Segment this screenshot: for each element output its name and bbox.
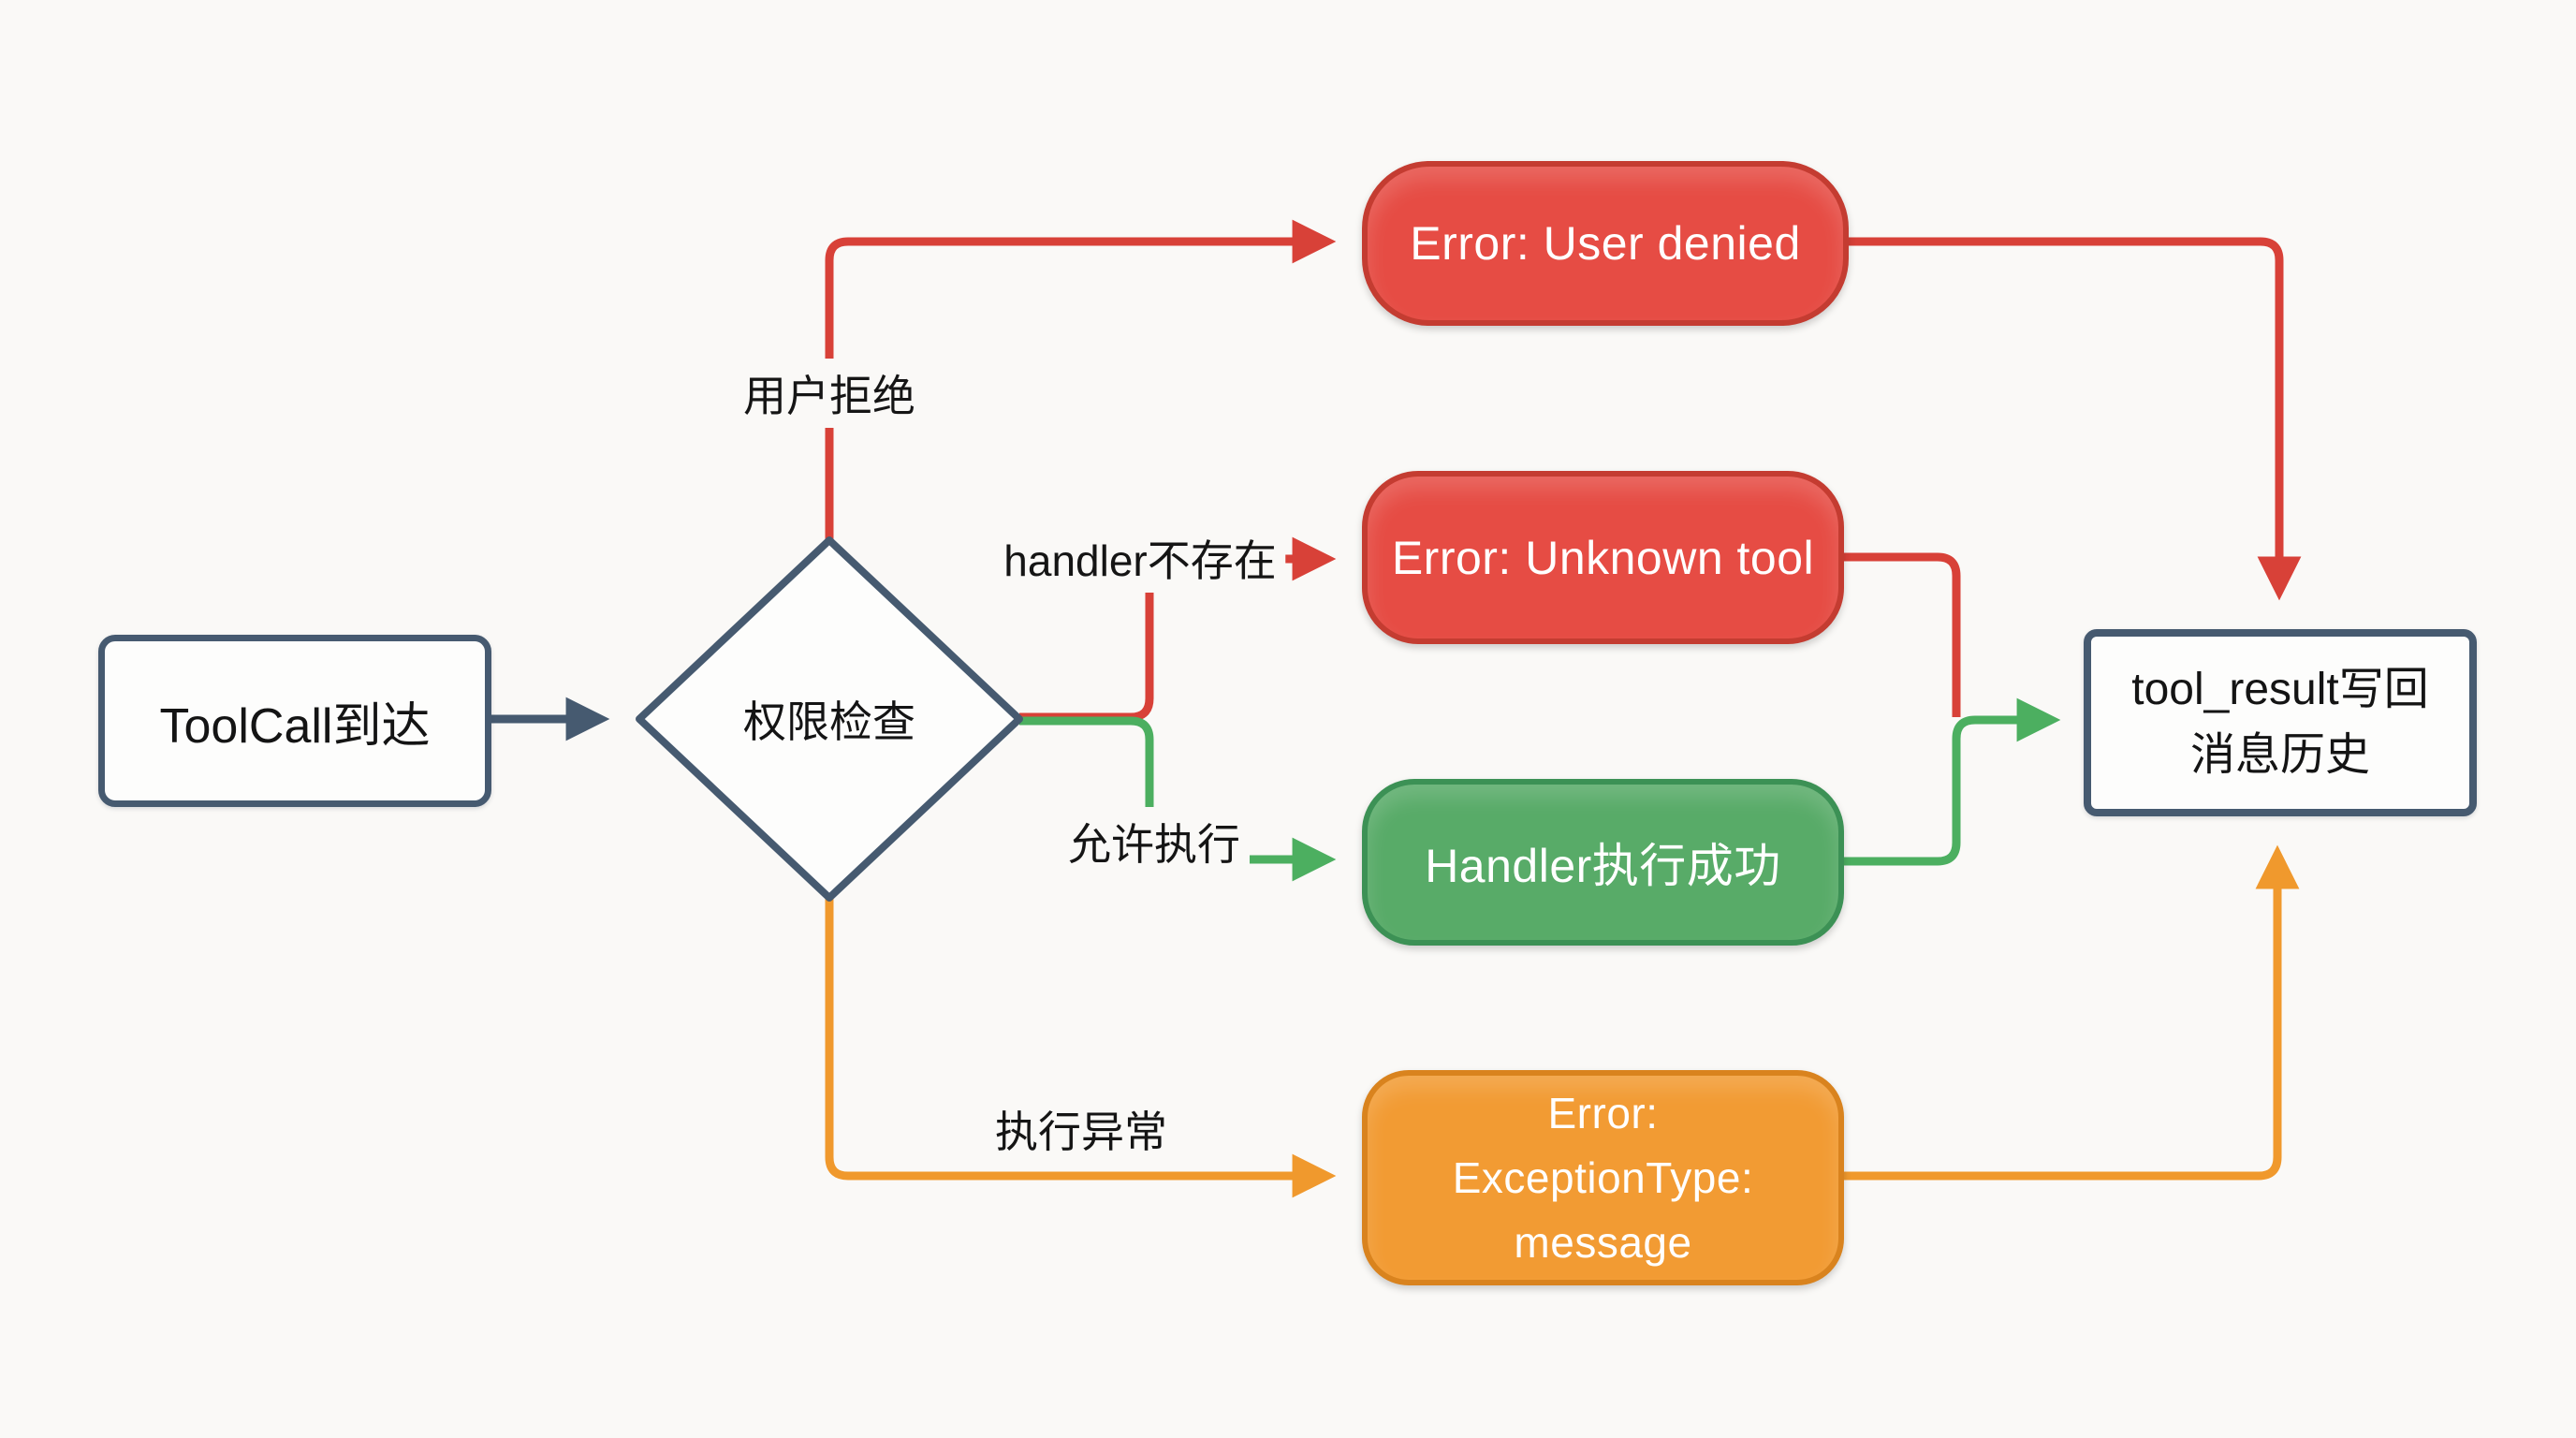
edge-label-allow-execution: 允许执行 bbox=[1059, 807, 1250, 876]
node-toolcall-arrives: ToolCall到达 bbox=[98, 635, 491, 807]
edge-decision-to-err-denied bbox=[825, 219, 1337, 540]
edge-label-user-denied: 用户拒绝 bbox=[734, 359, 925, 428]
edge-err-exception-to-result bbox=[1844, 844, 2300, 1181]
node-permission-check-label: 权限检查 bbox=[743, 697, 915, 746]
edge-label-execution-exception: 执行异常 bbox=[995, 1108, 1167, 1156]
edge-label-handler-missing: handler不存在 bbox=[994, 523, 1286, 593]
edge-handler-ok-to-result bbox=[1844, 697, 2061, 866]
edge-err-denied-to-result bbox=[1849, 237, 2302, 601]
node-error-unknown-tool: Error: Unknown tool bbox=[1362, 471, 1844, 644]
decision-node-shape bbox=[636, 536, 1023, 902]
node-error-user-denied: Error: User denied bbox=[1362, 161, 1849, 326]
node-error-exception: Error: ExceptionType: message bbox=[1362, 1070, 1844, 1285]
edge-err-unknown-to-result bbox=[1844, 552, 1961, 717]
edge-decision-to-err-exception bbox=[825, 896, 1337, 1198]
node-handler-success: Handler执行成功 bbox=[1362, 779, 1844, 946]
node-tool-result-writeback: tool_result写回 消息历史 bbox=[2084, 629, 2477, 816]
